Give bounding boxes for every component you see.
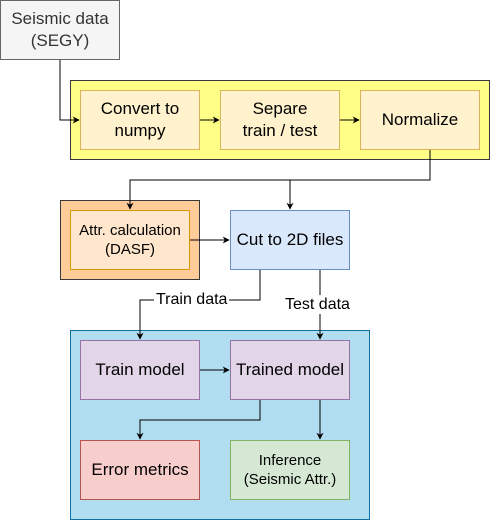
- node-error-metrics-label: Error metrics: [91, 459, 189, 479]
- node-seismic-data[interactable]: Seismic data (SEGY): [0, 0, 120, 60]
- node-normalize-label: Normalize: [381, 109, 459, 129]
- node-cut-to-2d-files[interactable]: Cut to 2D files: [230, 210, 350, 270]
- node-normalize[interactable]: Normalize: [360, 90, 480, 150]
- node-train-model-label: Train model: [95, 359, 185, 379]
- node-attr-calculation[interactable]: Attr. calculation (DASF): [70, 210, 190, 270]
- node-convert-label: Convert to numpy: [100, 98, 180, 140]
- edge-label-test-data: Test data: [283, 295, 352, 315]
- node-convert-to-numpy[interactable]: Convert to numpy: [80, 90, 200, 150]
- node-trained-model[interactable]: Trained model: [230, 340, 350, 400]
- node-error-metrics[interactable]: Error metrics: [80, 440, 200, 500]
- node-inference[interactable]: Inference (Seismic Attr.): [230, 440, 350, 500]
- node-trained-model-label: Trained model: [235, 359, 345, 379]
- node-train-model[interactable]: Train model: [80, 340, 200, 400]
- node-separe-train-test[interactable]: Separe train / test: [220, 90, 340, 150]
- edge-trained-to-error: [136, 400, 261, 440]
- edge-normalize-to-attr: [126, 150, 431, 210]
- node-inference-label: Inference (Seismic Attr.): [243, 451, 337, 489]
- node-cut-label: Cut to 2D files: [236, 229, 344, 249]
- edge-label-train-data: Train data: [154, 290, 230, 310]
- node-seismic-data-label: Seismic data (SEGY): [11, 8, 109, 50]
- node-separe-label: Separe train / test: [242, 98, 318, 140]
- node-attr-label: Attr. calculation (DASF): [79, 221, 181, 259]
- edge-segy-to-convert: [59, 60, 80, 124]
